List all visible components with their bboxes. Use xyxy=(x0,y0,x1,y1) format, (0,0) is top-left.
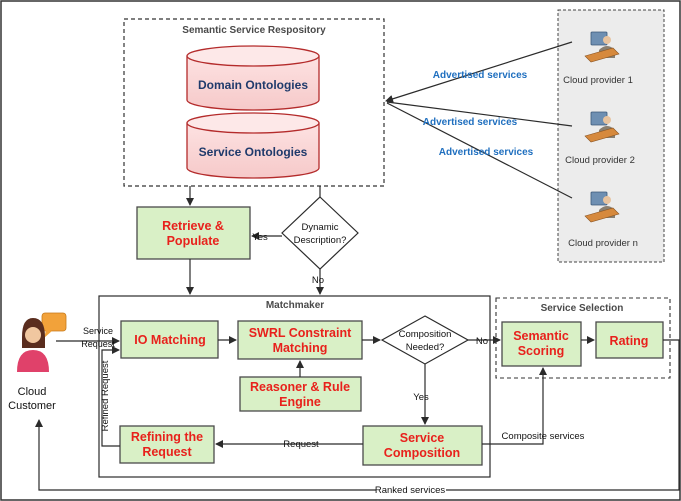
composite-services-path xyxy=(482,367,547,445)
domain-ontologies-db: Domain Ontologies xyxy=(186,45,320,111)
dynamic-label-2: Description? xyxy=(294,235,347,246)
customer-label-1: Cloud xyxy=(18,386,47,398)
service-composition-box xyxy=(362,425,483,466)
advertised-label-3: Advertised services xyxy=(439,147,534,158)
rating-box xyxy=(595,321,664,359)
yes-label-2: Yes xyxy=(413,392,429,403)
domain-ontologies-label: Domain Ontologies xyxy=(198,78,308,92)
service-composition-label-1: Service xyxy=(400,431,445,445)
io-matching-label: IO Matching xyxy=(134,333,206,347)
provider-n-label: Cloud provider n xyxy=(568,238,638,249)
refined-request-path xyxy=(101,346,120,447)
retrieve-label-1: Retrieve & xyxy=(162,219,224,233)
reasoner-label-2: Engine xyxy=(279,395,321,409)
provider-1-icon xyxy=(584,31,620,63)
advertised-line-1 xyxy=(385,41,573,103)
refining-label-2: Request xyxy=(142,445,192,459)
service-request-label-1: Service xyxy=(83,326,113,336)
advertised-label-1: Advertised services xyxy=(433,70,528,81)
service-ontologies-db: Service Ontologies xyxy=(186,112,320,179)
semantic-scoring-box xyxy=(501,321,582,367)
ranked-services-label: Ranked services xyxy=(375,485,445,496)
refining-label-1: Refining the xyxy=(131,430,203,444)
provider-n-icon xyxy=(584,191,620,223)
ranked-label-bg xyxy=(376,484,446,496)
service-composition-label-2: Composition xyxy=(384,446,460,460)
customer-label-2: Customer xyxy=(8,400,56,412)
scoring-label-1: Semantic xyxy=(513,329,569,343)
matchmaker-box xyxy=(98,295,491,478)
composite-services-label: Composite services xyxy=(502,431,585,442)
matchmaker-title: Matchmaker xyxy=(266,300,324,311)
dynamic-description-diamond xyxy=(281,196,359,270)
advertised-line-3 xyxy=(386,102,573,199)
provider-2-icon xyxy=(584,111,620,143)
reasoner-label-1: Reasoner & Rule xyxy=(250,380,350,394)
no-label-2: No xyxy=(476,336,488,347)
service-selection-title: Service Selection xyxy=(541,303,624,314)
composition-q-label-2: Needed? xyxy=(406,342,445,353)
ranked-services-path xyxy=(35,339,680,491)
composition-q-label-1: Composition xyxy=(399,329,452,340)
repository-title: Semantic Service Respository xyxy=(182,25,326,36)
service-request-label-2: Request xyxy=(81,339,115,349)
service-selection-box xyxy=(495,297,671,379)
service-ontologies-label: Service Ontologies xyxy=(199,145,308,159)
refined-request-label: Refined Request xyxy=(100,360,111,431)
advertised-label-2: Advertised services xyxy=(423,117,518,128)
swrl-label-2: Matching xyxy=(273,341,328,355)
retrieve-populate-box xyxy=(136,206,251,260)
scoring-label-2: Scoring xyxy=(518,344,565,358)
retrieve-label-2: Populate xyxy=(167,234,220,248)
no-label-1: No xyxy=(312,275,324,286)
swrl-box xyxy=(237,320,363,360)
reasoner-box xyxy=(239,376,362,412)
provider-2-label: Cloud provider 2 xyxy=(565,155,635,166)
composition-needed-diamond xyxy=(380,315,470,365)
rating-label: Rating xyxy=(610,334,649,348)
refining-request-box xyxy=(119,425,215,464)
provider-1-label: Cloud provider 1 xyxy=(563,75,633,86)
yes-label-1: Yes xyxy=(252,232,268,243)
request-label: Request xyxy=(283,439,319,450)
cloud-customer-icon xyxy=(17,312,67,372)
dynamic-label-1: Dynamic xyxy=(302,222,339,233)
advertised-line-2 xyxy=(386,101,573,127)
swrl-label-1: SWRL Constraint xyxy=(249,326,352,340)
repository-box xyxy=(123,18,385,187)
